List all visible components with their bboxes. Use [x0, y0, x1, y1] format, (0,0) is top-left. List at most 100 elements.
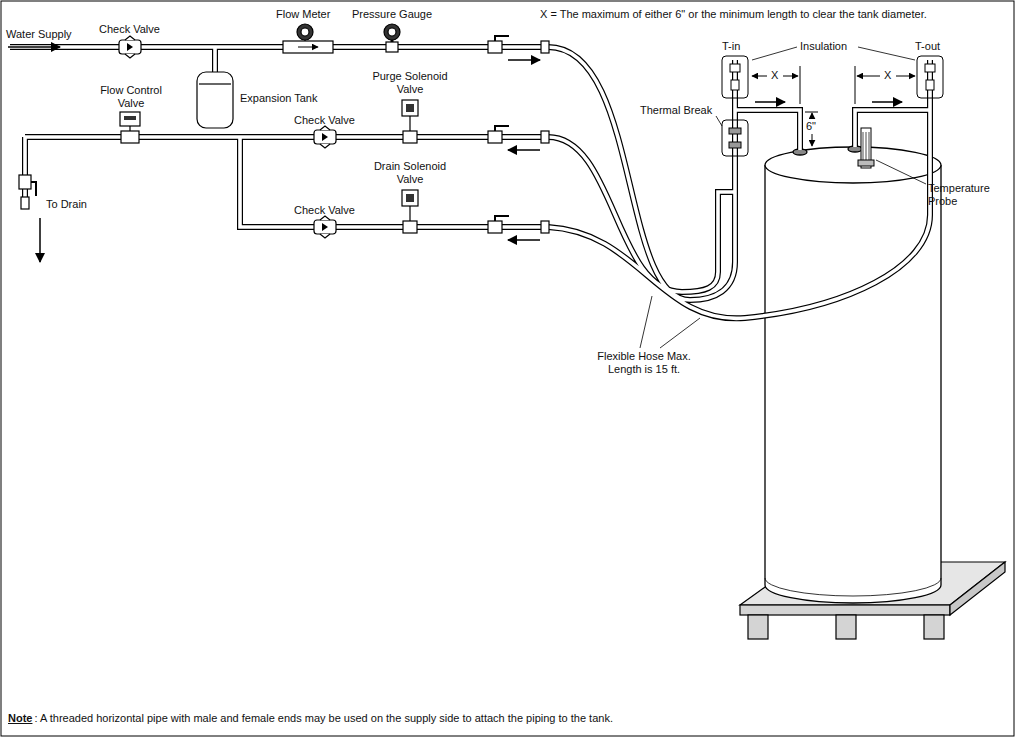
dimension-lines-part — [812, 134, 813, 146]
flow-arrows-part — [508, 59, 540, 61]
leader-lines — [640, 47, 926, 348]
solenoid-valves-part — [406, 194, 414, 202]
part-label: Check Valve — [294, 114, 355, 127]
part-label: Flow Meter — [276, 8, 330, 21]
solenoid-valves-part — [403, 221, 417, 233]
leader-lines-part — [858, 47, 915, 60]
solenoid-valves-part — [406, 104, 414, 112]
part-label: Flexible Hose Max. Length is 15 ft. — [580, 350, 708, 376]
sensor-fittings-part — [729, 142, 741, 148]
flexible-hoses — [548, 47, 930, 318]
insulation-boxes-part — [917, 56, 943, 98]
outlet-label: To Drain — [46, 198, 87, 211]
dimension-label: 6" — [806, 120, 816, 133]
flow-meter-part — [297, 24, 313, 40]
sensor-label: T-in — [722, 40, 740, 53]
flow-arrows-part — [872, 101, 902, 103]
hose-fittings-part — [21, 197, 29, 209]
part-label: Check Valve — [294, 204, 355, 217]
check-valves-part — [314, 216, 336, 238]
flow-arrows-part — [755, 101, 785, 103]
part-label: Drain Solenoid Valve — [366, 160, 454, 186]
dimension-label: X — [884, 69, 891, 82]
dimension-lines-part — [812, 113, 813, 119]
pallet-part — [950, 562, 1005, 615]
expansion-tank-part — [197, 72, 233, 128]
dimension-note: X = The maximum of either 6" or the mini… — [540, 8, 927, 21]
inlet-label: Water Supply — [6, 28, 72, 41]
pallet-part — [740, 605, 950, 615]
dimension-lines-part — [896, 76, 915, 77]
part-label: Thermal Break — [640, 104, 712, 117]
flexible-hoses-part — [548, 47, 930, 318]
sensor-label: T-out — [915, 40, 940, 53]
ball-valves — [19, 36, 509, 233]
dimension-lines-part — [805, 112, 818, 113]
pressure-gauge — [384, 24, 400, 52]
pressure-gauge-part — [384, 24, 400, 40]
leader-lines-part — [716, 116, 722, 126]
insulation-boxes — [722, 56, 943, 156]
solenoid-valves-part — [403, 131, 417, 143]
part-label: Temperature Probe — [928, 182, 1008, 208]
flow-control-valve-part — [121, 131, 139, 143]
rigid-pipes-part — [10, 47, 930, 272]
solenoid-valves-part — [402, 190, 418, 206]
dimension-lines-part — [855, 66, 856, 104]
sensor-fittings-part — [729, 128, 741, 134]
ball-valves-part — [488, 126, 509, 143]
dimension-label: X — [771, 69, 778, 82]
sensor-fittings-part — [730, 64, 740, 72]
sensor-fittings — [729, 64, 935, 148]
water-heater-tank — [765, 146, 941, 603]
rigid-pipes — [10, 47, 930, 272]
dimension-lines-part — [783, 76, 798, 77]
expansion-tank — [197, 72, 233, 128]
pallet-part — [748, 615, 768, 639]
sensor-fittings-part — [925, 64, 935, 72]
hose-fittings-part — [541, 131, 549, 143]
pressure-gauge-part — [388, 28, 396, 36]
ball-valves-part — [19, 175, 36, 196]
hose-fittings-part — [541, 41, 549, 53]
flow-arrows-part — [508, 149, 540, 151]
flow-control-valve-part — [129, 126, 130, 131]
water-heater-tank-part — [765, 165, 941, 603]
insulation-boxes-part — [722, 56, 748, 98]
flow-meter — [283, 24, 333, 53]
part-label: Flow Control Valve — [90, 84, 172, 110]
part-label: Purge Solenoid Valve — [366, 70, 454, 96]
ball-valves-part — [488, 36, 509, 53]
check-valves-part — [119, 36, 141, 58]
part-label: Pressure Gauge — [352, 8, 432, 21]
pallet-part — [836, 615, 856, 639]
ball-valves-part — [488, 216, 509, 233]
expansion-tank-part — [199, 83, 231, 84]
insulation-boxes-part — [722, 120, 748, 156]
temperature-probe — [858, 128, 874, 168]
flow-arrows-part — [508, 239, 540, 241]
leader-lines-part — [752, 47, 797, 60]
water-heater-tank-part — [765, 578, 941, 596]
flow-meter-part — [298, 47, 318, 48]
ball-valves-part-part — [19, 175, 36, 196]
leader-lines-part — [660, 318, 700, 348]
solenoid-valves-part — [402, 100, 418, 116]
part-label: Check Valve — [99, 23, 160, 36]
flow-control-valve-part — [124, 116, 136, 120]
hose-fittings-part — [541, 221, 549, 233]
dimension-lines-part — [800, 66, 801, 104]
flow-arrows — [8, 47, 902, 262]
note-heading: Note — [8, 712, 32, 725]
dimension-lines-part — [752, 76, 767, 77]
sensor-fittings-part — [926, 80, 934, 90]
hose-fittings — [21, 41, 549, 233]
flow-arrows-part — [8, 46, 60, 48]
flow-meter-part — [283, 41, 333, 53]
pressure-gauge-part — [386, 42, 398, 52]
water-heater-tank-part — [765, 147, 941, 183]
dimension-lines — [752, 66, 915, 146]
